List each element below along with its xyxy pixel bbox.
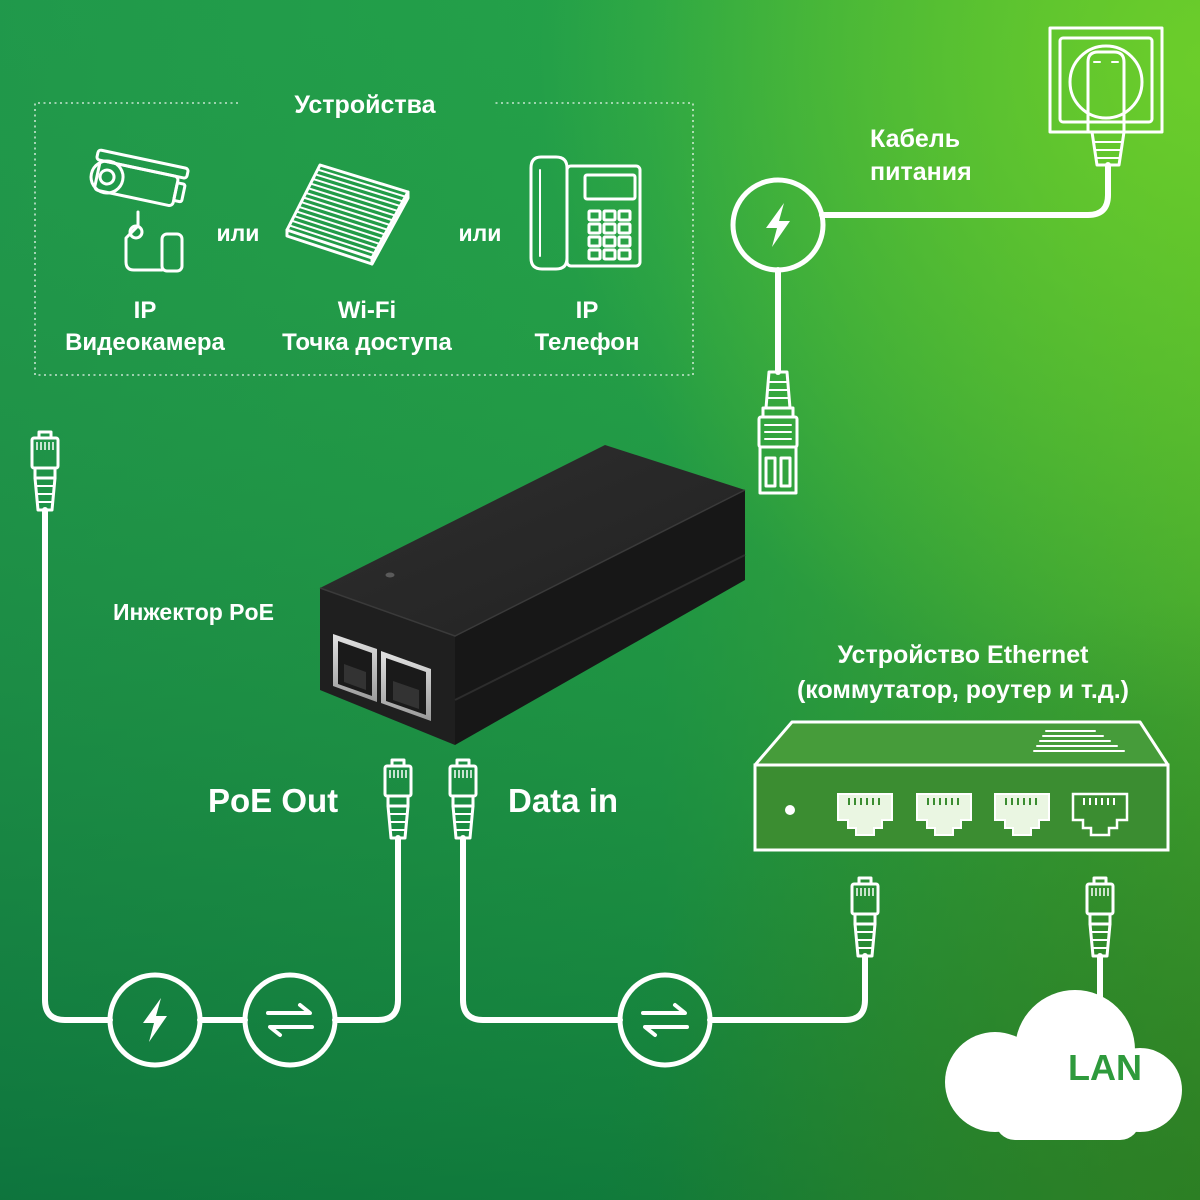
injector-led — [385, 572, 395, 578]
device-ap-line2: Точка доступа — [282, 329, 452, 356]
device-camera-line2: Видеокамера — [65, 329, 225, 356]
poe-injector — [319, 445, 746, 745]
power-cable-label-line2: питания — [870, 158, 972, 186]
device-ap-line1: Wi-Fi — [338, 297, 396, 324]
devices-box-title: Устройства — [294, 91, 436, 119]
switch-led — [785, 805, 795, 815]
or-label-1: или — [217, 220, 260, 246]
data-cable-segment-1 — [460, 835, 623, 1023]
ethernet-switch-icon — [753, 720, 1170, 852]
ethernet-device-label-line2: (коммутатор, роутер и т.д.) — [797, 676, 1129, 704]
switch-port-1 — [837, 793, 893, 836]
device-phone-line1: IP — [576, 297, 599, 324]
poe-cable-segment-1 — [42, 507, 113, 1023]
data-cable-segment-2 — [707, 953, 868, 1023]
switch-port-2 — [916, 793, 972, 836]
lan-label: LAN — [1068, 1047, 1142, 1088]
devices-box-border — [34, 102, 694, 376]
injector-port-poe-out — [333, 634, 377, 702]
device-phone-line2: Телефон — [535, 329, 640, 356]
ip-phone-icon — [529, 155, 642, 271]
injector-port-data-in — [381, 651, 431, 721]
or-label-2: или — [459, 220, 502, 246]
ethernet-device-label-line1: Устройство Ethernet — [838, 641, 1090, 669]
data-in-label: Data in — [508, 782, 618, 819]
switch-port-4 — [1071, 792, 1129, 837]
poe-out-label: PoE Out — [208, 782, 338, 819]
devices-box: Устройства или или — [34, 91, 694, 376]
lan-cloud-icon — [945, 990, 1182, 1140]
power-connector-icon — [757, 370, 799, 495]
device-camera-line1: IP — [134, 297, 157, 324]
power-socket-icon — [1048, 26, 1164, 167]
injector-top — [320, 445, 745, 636]
power-cable-label-line1: Кабель — [870, 125, 960, 153]
injector-label: Инжектор PoE — [113, 599, 274, 625]
poe-cable-segment-3 — [332, 835, 401, 1023]
power-cable-line-upper — [819, 162, 1111, 218]
injector-side — [455, 490, 745, 745]
wifi-access-point-icon — [285, 163, 410, 266]
ip-camera-icon — [89, 148, 190, 273]
switch-port-3 — [994, 793, 1050, 836]
